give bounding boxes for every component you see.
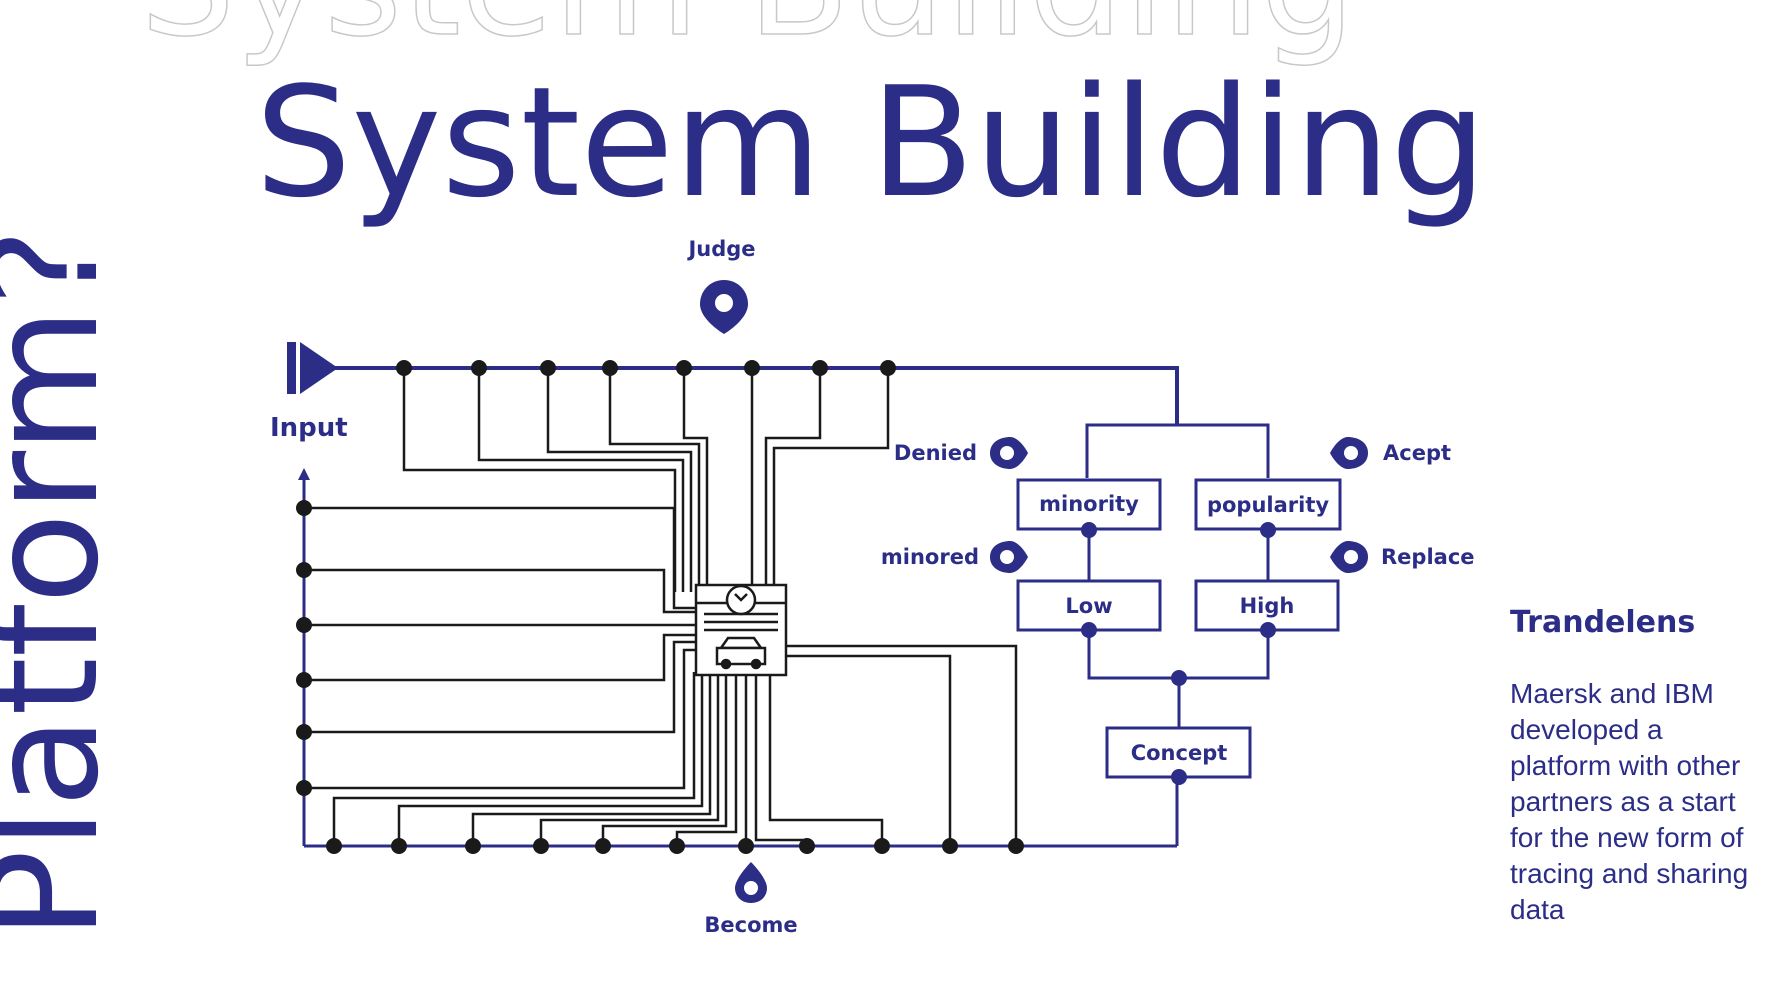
ghost-title: System Building — [139, 0, 1356, 59]
minored-pin-icon — [990, 541, 1028, 573]
svg-text:High: High — [1240, 594, 1295, 618]
main-title: System Building — [255, 54, 1487, 231]
acept-label: Acept — [1383, 441, 1451, 465]
tree-dots — [1081, 522, 1276, 785]
left-dots — [296, 500, 312, 796]
garage-repair-icon — [694, 583, 788, 677]
minored-label: minored — [881, 545, 979, 569]
svg-text:popularity: popularity — [1207, 493, 1329, 517]
up-arrow-icon — [298, 468, 310, 480]
denied-label: Denied — [894, 441, 977, 465]
become-pin-icon — [735, 862, 767, 903]
replace-pin-icon — [1330, 541, 1368, 573]
acept-pin-icon — [1330, 437, 1368, 469]
become-label: Become — [704, 913, 797, 937]
replace-label: Replace — [1381, 545, 1475, 569]
svg-text:minority: minority — [1039, 492, 1139, 516]
panel-body: Maersk and IBM developed a platform with… — [1510, 678, 1749, 925]
concept-box: Concept — [1105, 726, 1252, 779]
judge-pin-icon — [700, 280, 748, 334]
svg-text:Concept: Concept — [1131, 741, 1228, 765]
bottom-bus-dots — [326, 838, 1024, 854]
minority-box: minority — [1016, 478, 1162, 531]
popularity-box: popularity — [1194, 478, 1342, 531]
top-bus-dots — [396, 360, 896, 376]
denied-pin-icon — [990, 437, 1028, 469]
svg-text:Low: Low — [1065, 594, 1112, 618]
info-panel: Trandelens Maersk and IBM developed a pl… — [1510, 605, 1770, 928]
top-drop-lines — [402, 368, 890, 592]
panel-heading: Trandelens — [1510, 605, 1696, 640]
judge-label: Judge — [686, 237, 755, 261]
low-box: Low — [1016, 579, 1162, 632]
input-label: Input — [270, 413, 348, 443]
start-arrow-icon — [287, 342, 338, 394]
bottom-bus-line — [304, 775, 1179, 848]
left-feed-lines — [304, 506, 696, 790]
